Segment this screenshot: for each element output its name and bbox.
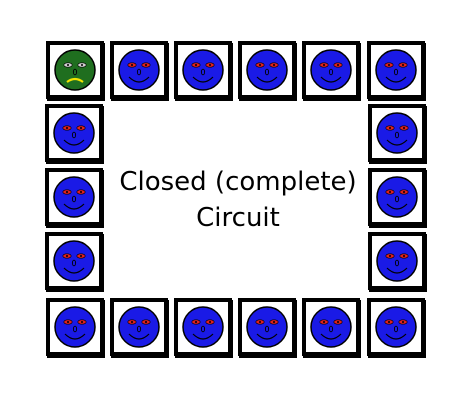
tile-bottom-2 xyxy=(110,298,168,356)
caption-line-1: Closed (complete) xyxy=(119,167,357,197)
tile-top-1 xyxy=(46,41,104,99)
caption-line-2: Circuit xyxy=(196,203,280,233)
tile-top-4 xyxy=(238,41,296,99)
tile-top-6 xyxy=(367,41,425,99)
tile-right-1 xyxy=(368,104,426,162)
tile-bottom-6 xyxy=(367,298,425,356)
tile-top-3 xyxy=(174,41,232,99)
tile-right-2 xyxy=(368,168,426,226)
tile-top-2 xyxy=(110,41,168,99)
tile-bottom-1 xyxy=(46,298,104,356)
tile-bottom-3 xyxy=(174,298,232,356)
tile-right-3 xyxy=(368,232,426,290)
tile-top-5 xyxy=(302,41,360,99)
tile-left-3 xyxy=(45,232,103,290)
tile-bottom-5 xyxy=(302,298,360,356)
tile-left-1 xyxy=(45,104,103,162)
tile-left-2 xyxy=(45,168,103,226)
circuit-caption: Closed (complete) Circuit xyxy=(108,164,368,236)
tile-bottom-4 xyxy=(238,298,296,356)
